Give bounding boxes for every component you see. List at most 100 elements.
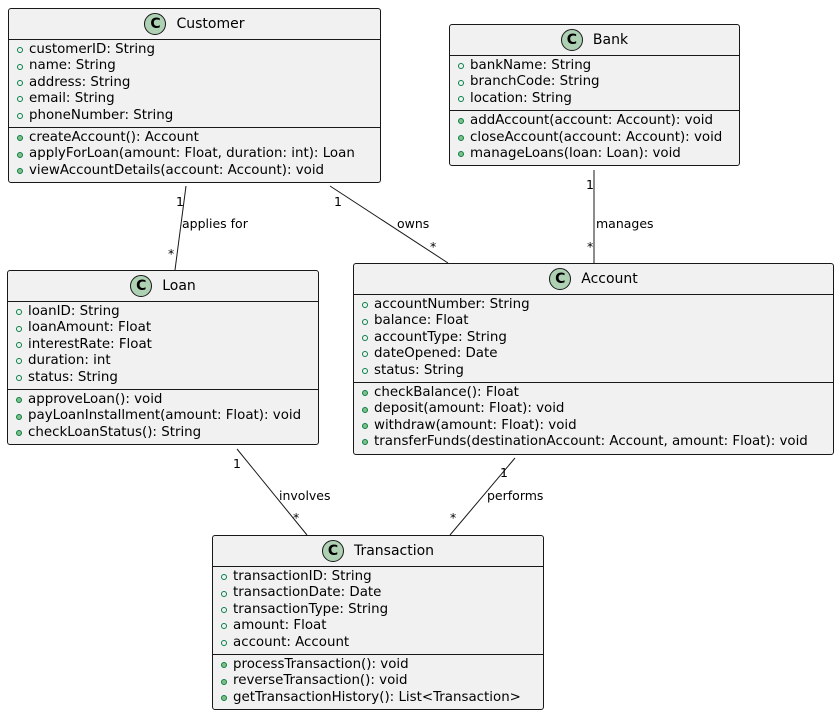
attribute-row: location: String [450, 91, 739, 107]
public-visibility-icon [458, 118, 464, 125]
attribute-text: address: String [29, 74, 131, 90]
attribute-text: phoneNumber: String [29, 107, 174, 123]
assoc-multiplicity-from: 1 [233, 456, 241, 471]
public-visibility-icon [362, 318, 368, 325]
operation-row: reverseTransaction(): void [213, 673, 543, 689]
assoc-multiplicity-to: * [293, 510, 299, 525]
operation-row: checkBalance(): Float [354, 385, 833, 401]
attribute-text: status: String [28, 369, 118, 385]
attribute-text: account: Account [233, 634, 350, 650]
attribute-row: address: String [9, 75, 380, 91]
public-visibility-icon [221, 574, 227, 581]
public-visibility-icon [221, 623, 227, 630]
attribute-text: accountNumber: String [374, 297, 530, 312]
operation-text: checkBalance(): Float [374, 384, 519, 400]
public-visibility-icon [17, 112, 23, 119]
assoc-multiplicity-from: 1 [586, 177, 594, 192]
public-visibility-icon [362, 439, 368, 446]
operation-text: processTransaction(): void [233, 656, 409, 672]
attribute-text: transactionDate: Date [233, 585, 382, 601]
public-visibility-icon [17, 167, 23, 174]
attribute-row: customerID: String [9, 42, 380, 58]
operation-row: manageLoans(loan: Loan): void [450, 146, 739, 162]
public-visibility-icon [17, 135, 23, 142]
public-visibility-icon [221, 662, 227, 669]
operation-text: manageLoans(loan: Loan): void [470, 145, 681, 161]
class-name: Customer [176, 16, 245, 32]
assoc-customer-loan: applies for 1 * [168, 185, 249, 271]
class-name: Transaction [353, 543, 435, 559]
assoc-multiplicity-to: * [587, 239, 593, 254]
public-visibility-icon [221, 590, 227, 597]
attribute-row: dateOpened: Date [354, 346, 833, 362]
attribute-text: email: String [29, 91, 115, 107]
operation-row: createAccount(): Account [9, 130, 380, 146]
attribute-row: balance: Float [354, 313, 833, 329]
attribute-text: customerID: String [29, 42, 156, 57]
assoc-bank-account: manages 1 * [586, 170, 654, 263]
assoc-multiplicity-to: * [430, 239, 436, 254]
operation-text: approveLoan(): void [28, 391, 163, 407]
public-visibility-icon [458, 63, 464, 70]
operation-text: withdraw(amount: Float): void [374, 417, 577, 433]
class-name: Loan [162, 278, 196, 294]
attribute-text: dateOpened: Date [374, 346, 498, 362]
attribute-row: status: String [8, 370, 318, 386]
assoc-multiplicity-to: * [450, 510, 456, 525]
assoc-loan-transaction: involves 1 * [233, 448, 331, 536]
public-visibility-icon [362, 302, 368, 309]
public-visibility-icon [17, 96, 23, 103]
operation-row: approveLoan(): void [8, 392, 318, 408]
operation-row: deposit(amount: Float): void [354, 401, 833, 417]
class-name: Bank [592, 32, 629, 48]
attribute-row: status: String [354, 363, 833, 379]
public-visibility-icon [17, 63, 23, 70]
operation-row: transferFunds(destinationAccount: Accoun… [354, 434, 833, 450]
attribute-row: amount: Float [213, 618, 543, 634]
attribute-text: loanID: String [28, 304, 120, 319]
public-visibility-icon [458, 134, 464, 141]
attribute-text: amount: Float [233, 618, 327, 634]
operation-text: deposit(amount: Float): void [374, 401, 565, 417]
operation-row: addAccount(account: Account): void [450, 113, 739, 129]
operation-text: getTransactionHistory(): List<Transactio… [233, 689, 521, 705]
public-visibility-icon [16, 309, 22, 316]
assoc-label: manages [596, 216, 654, 231]
operation-text: closeAccount(account: Account): void [470, 129, 723, 145]
operation-text: transferFunds(destinationAccount: Accoun… [374, 434, 808, 450]
public-visibility-icon [458, 79, 464, 86]
public-visibility-icon [16, 325, 22, 332]
assoc-label: owns [397, 216, 429, 231]
class-stereotype-icon: C [560, 29, 583, 51]
public-visibility-icon [362, 351, 368, 358]
attribute-text: transactionType: String [233, 601, 389, 617]
attribute-text: interestRate: Float [28, 336, 152, 352]
operation-row: closeAccount(account: Account): void [450, 130, 739, 146]
attribute-row: bankName: String [450, 58, 739, 74]
operation-text: addAccount(account: Account): void [470, 113, 714, 129]
attribute-row: account: Account [213, 635, 543, 651]
public-visibility-icon [221, 639, 227, 646]
attribute-row: transactionID: String [213, 569, 543, 585]
assoc-customer-account: owns 1 * [329, 185, 449, 264]
public-visibility-icon [17, 79, 23, 86]
attribute-row: interestRate: Float [8, 337, 318, 353]
public-visibility-icon [362, 406, 368, 413]
public-visibility-icon [17, 151, 23, 158]
operation-text: createAccount(): Account [29, 129, 199, 145]
public-visibility-icon [16, 374, 22, 381]
